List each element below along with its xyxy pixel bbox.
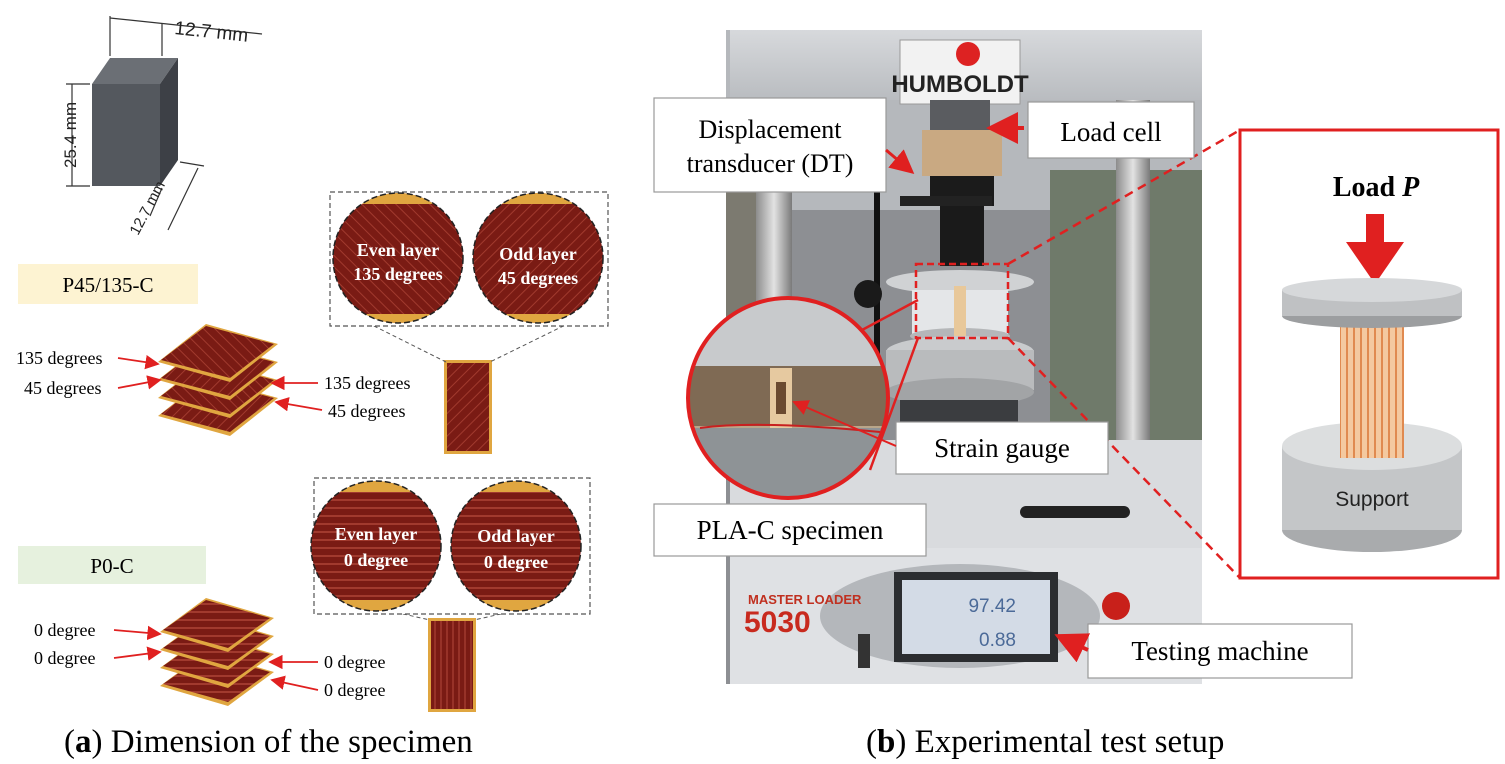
callout-displacement: Displacement transducer (DT) bbox=[653, 97, 915, 193]
arrow bbox=[117, 355, 160, 370]
specimen-label: P45/135-C bbox=[62, 273, 153, 297]
callout-strain-gauge: Strain gauge bbox=[792, 400, 1109, 475]
svg-text:Strain gauge: Strain gauge bbox=[934, 433, 1070, 463]
callout-load-cell: Load cell bbox=[986, 101, 1195, 159]
machine-model-number: 5030 bbox=[744, 606, 811, 639]
svg-text:Displacement: Displacement bbox=[699, 115, 843, 144]
arrow bbox=[270, 675, 319, 691]
zoom-circle-odd bbox=[450, 480, 582, 612]
zoom-odd-angle: 0 degree bbox=[484, 552, 548, 572]
specimen-label-box bbox=[18, 546, 206, 584]
load-arrow bbox=[1366, 214, 1384, 244]
specimen-label-box bbox=[18, 264, 198, 304]
zoom-even-title: Even layer bbox=[335, 524, 418, 544]
zoom-circle-even bbox=[310, 480, 442, 612]
specimen-group-p45-135: P45/135-C 135 degrees 45 degrees 135 deg… bbox=[16, 191, 609, 454]
arrow bbox=[113, 625, 162, 641]
layer-label-left-2: 0 degree bbox=[34, 648, 95, 668]
svg-text:PLA-C specimen: PLA-C specimen bbox=[697, 515, 884, 545]
dimension-height: 25.4 mm bbox=[61, 102, 80, 168]
specimen-group-p0: P0-C 0 degree 0 degree 0 degree 0 degree bbox=[18, 477, 591, 712]
layer-label-right-2: 45 degrees bbox=[328, 401, 405, 421]
svg-text:Testing machine: Testing machine bbox=[1131, 636, 1308, 666]
arrow bbox=[117, 375, 162, 390]
zoom-circle-odd bbox=[472, 192, 604, 324]
zoom-odd-title: Odd layer bbox=[499, 244, 577, 264]
caption-a: (a) Dimension of the specimen bbox=[64, 724, 473, 760]
zoom-even-title: Even layer bbox=[357, 240, 440, 260]
specimen-label: P0-C bbox=[90, 554, 133, 578]
panel-b: HUMBOLDT bbox=[653, 30, 1500, 760]
layer-label-left-1: 0 degree bbox=[34, 620, 95, 640]
callout-machine: Testing machine bbox=[1054, 623, 1353, 679]
zoom-circle-even bbox=[332, 192, 464, 324]
support-label: Support bbox=[1335, 488, 1409, 511]
loading-schematic: Load P Support bbox=[1238, 128, 1500, 580]
svg-text:transducer (DT): transducer (DT) bbox=[687, 149, 854, 178]
display-value-displacement: 0.88 bbox=[979, 630, 1016, 651]
layer-stack bbox=[158, 324, 278, 436]
svg-text:Load cell: Load cell bbox=[1060, 117, 1161, 147]
layer-label-right-2: 0 degree bbox=[324, 680, 385, 700]
arrow bbox=[274, 397, 323, 412]
strain-gauge-inset bbox=[688, 298, 888, 498]
zoom-odd-angle: 45 degrees bbox=[498, 268, 578, 288]
layer-label-right-1: 0 degree bbox=[324, 652, 385, 672]
layer-label-right-1: 135 degrees bbox=[324, 373, 410, 393]
dimension-width: 12.7 mm bbox=[173, 18, 249, 47]
layer-label-left-2: 45 degrees bbox=[24, 378, 101, 398]
specimen-schematic bbox=[1340, 310, 1404, 458]
callout-specimen: PLA-C specimen bbox=[653, 503, 927, 557]
machine-brand: HUMBOLDT bbox=[891, 71, 1029, 98]
inset-circle bbox=[686, 296, 890, 500]
zoom-odd-title: Odd layer bbox=[477, 526, 555, 546]
load-label: Load P bbox=[1333, 172, 1420, 203]
panel-a: 12.7 mm 25.4 mm 12.7 mm P45/135-C 135 de… bbox=[16, 16, 609, 760]
display-value-load: 97.42 bbox=[968, 596, 1016, 617]
machine-model-name: MASTER LOADER bbox=[748, 592, 862, 607]
zoom-even-angle: 135 degrees bbox=[353, 264, 442, 284]
layer-label-left-1: 135 degrees bbox=[16, 348, 102, 368]
layer-stack bbox=[160, 598, 274, 706]
dimension-depth: 12.7 mm bbox=[127, 178, 169, 238]
specimen-region-box bbox=[914, 262, 1010, 340]
caption-b: (b) Experimental test setup bbox=[866, 724, 1224, 760]
specimen-block-3d: 12.7 mm 25.4 mm 12.7 mm bbox=[61, 16, 263, 238]
zoom-even-angle: 0 degree bbox=[344, 550, 408, 570]
arrow bbox=[113, 646, 162, 661]
